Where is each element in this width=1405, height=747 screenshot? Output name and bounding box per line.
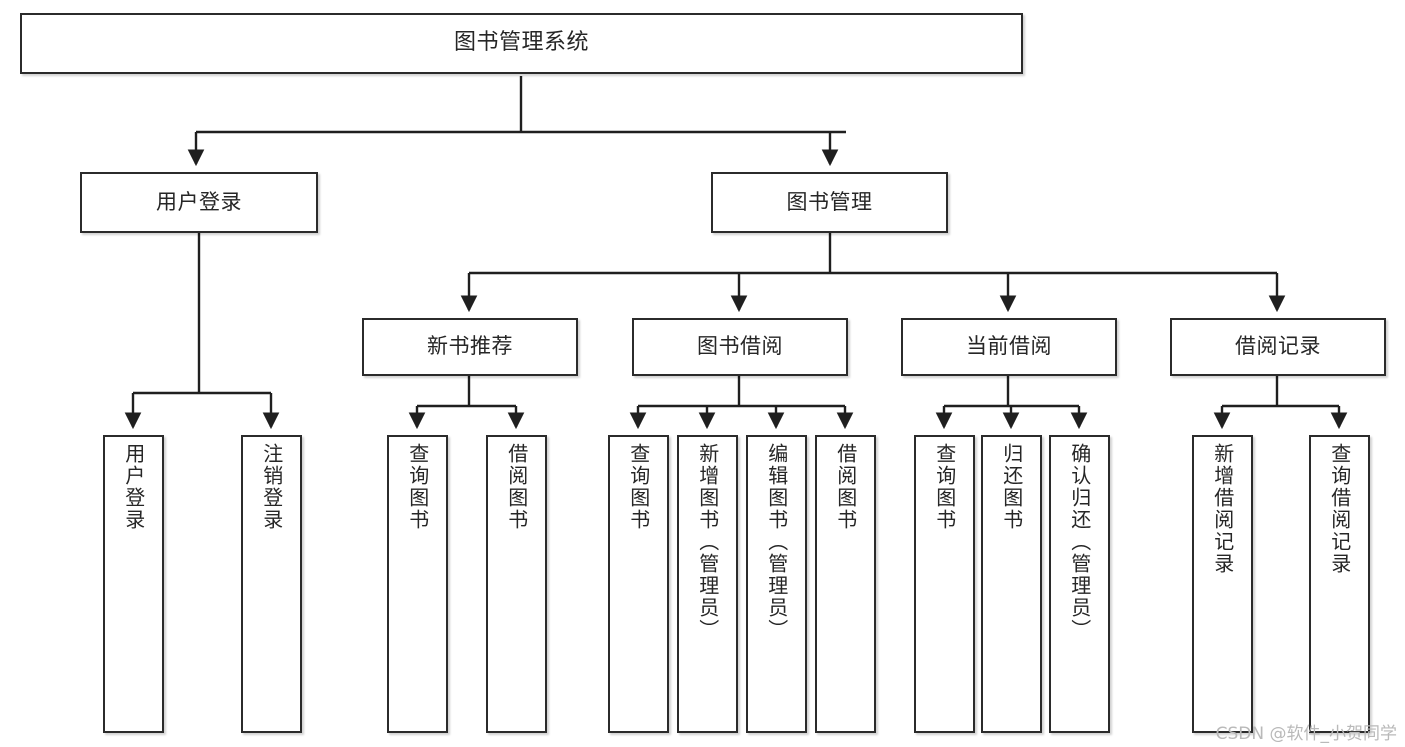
node-label: 用户登录 <box>121 443 146 531</box>
node-new-book-recommend[interactable]: 新书推荐 <box>362 318 578 376</box>
node-leaf-logout[interactable]: 注销登录 <box>241 435 302 733</box>
node-leaf-add-book-admin[interactable]: 新增图书（管理员） <box>677 435 738 733</box>
node-book-borrow[interactable]: 图书借阅 <box>632 318 848 376</box>
node-label: 查询图书 <box>626 443 651 531</box>
node-label: 图书管理 <box>786 189 873 214</box>
node-label: 用户登录 <box>156 189 242 214</box>
node-label: 当前借阅 <box>966 334 1052 359</box>
node-label: 确认归还（管理员） <box>1067 443 1092 641</box>
node-leaf-borrow-book-recommend[interactable]: 借阅图书 <box>486 435 547 733</box>
node-label: 新增借阅记录 <box>1210 443 1235 575</box>
node-leaf-query-book-recommend[interactable]: 查询图书 <box>387 435 448 733</box>
node-label: 图书管理系统 <box>453 30 589 56</box>
node-root-system[interactable]: 图书管理系统 <box>20 13 1023 74</box>
node-label: 查询图书 <box>932 443 957 531</box>
node-label: 注销登录 <box>259 443 284 531</box>
node-label: 查询借阅记录 <box>1327 443 1352 575</box>
node-leaf-add-borrow-record[interactable]: 新增借阅记录 <box>1192 435 1253 733</box>
node-label: 新增图书（管理员） <box>695 443 720 641</box>
node-label: 归还图书 <box>999 443 1024 531</box>
node-leaf-user-login[interactable]: 用户登录 <box>103 435 164 733</box>
node-current-borrow[interactable]: 当前借阅 <box>901 318 1117 376</box>
node-leaf-query-borrow-record[interactable]: 查询借阅记录 <box>1309 435 1370 733</box>
watermark: CSDN @软件_小贺同学 <box>1215 724 1397 744</box>
node-label: 借阅记录 <box>1235 334 1321 359</box>
node-leaf-borrow-book[interactable]: 借阅图书 <box>815 435 876 733</box>
node-label: 图书借阅 <box>697 334 783 359</box>
node-leaf-query-book-borrow[interactable]: 查询图书 <box>608 435 669 733</box>
node-leaf-confirm-return-admin[interactable]: 确认归还（管理员） <box>1049 435 1110 733</box>
node-leaf-edit-book-admin[interactable]: 编辑图书（管理员） <box>746 435 807 733</box>
node-label: 借阅图书 <box>504 443 529 531</box>
node-label: 查询图书 <box>405 443 430 531</box>
node-borrow-record[interactable]: 借阅记录 <box>1170 318 1386 376</box>
node-label: 编辑图书（管理员） <box>764 443 789 641</box>
node-user-login[interactable]: 用户登录 <box>80 172 318 233</box>
node-book-management[interactable]: 图书管理 <box>711 172 948 233</box>
node-label: 新书推荐 <box>427 334 513 359</box>
node-label: 借阅图书 <box>833 443 858 531</box>
node-leaf-return-book[interactable]: 归还图书 <box>981 435 1042 733</box>
node-leaf-query-book-current[interactable]: 查询图书 <box>914 435 975 733</box>
